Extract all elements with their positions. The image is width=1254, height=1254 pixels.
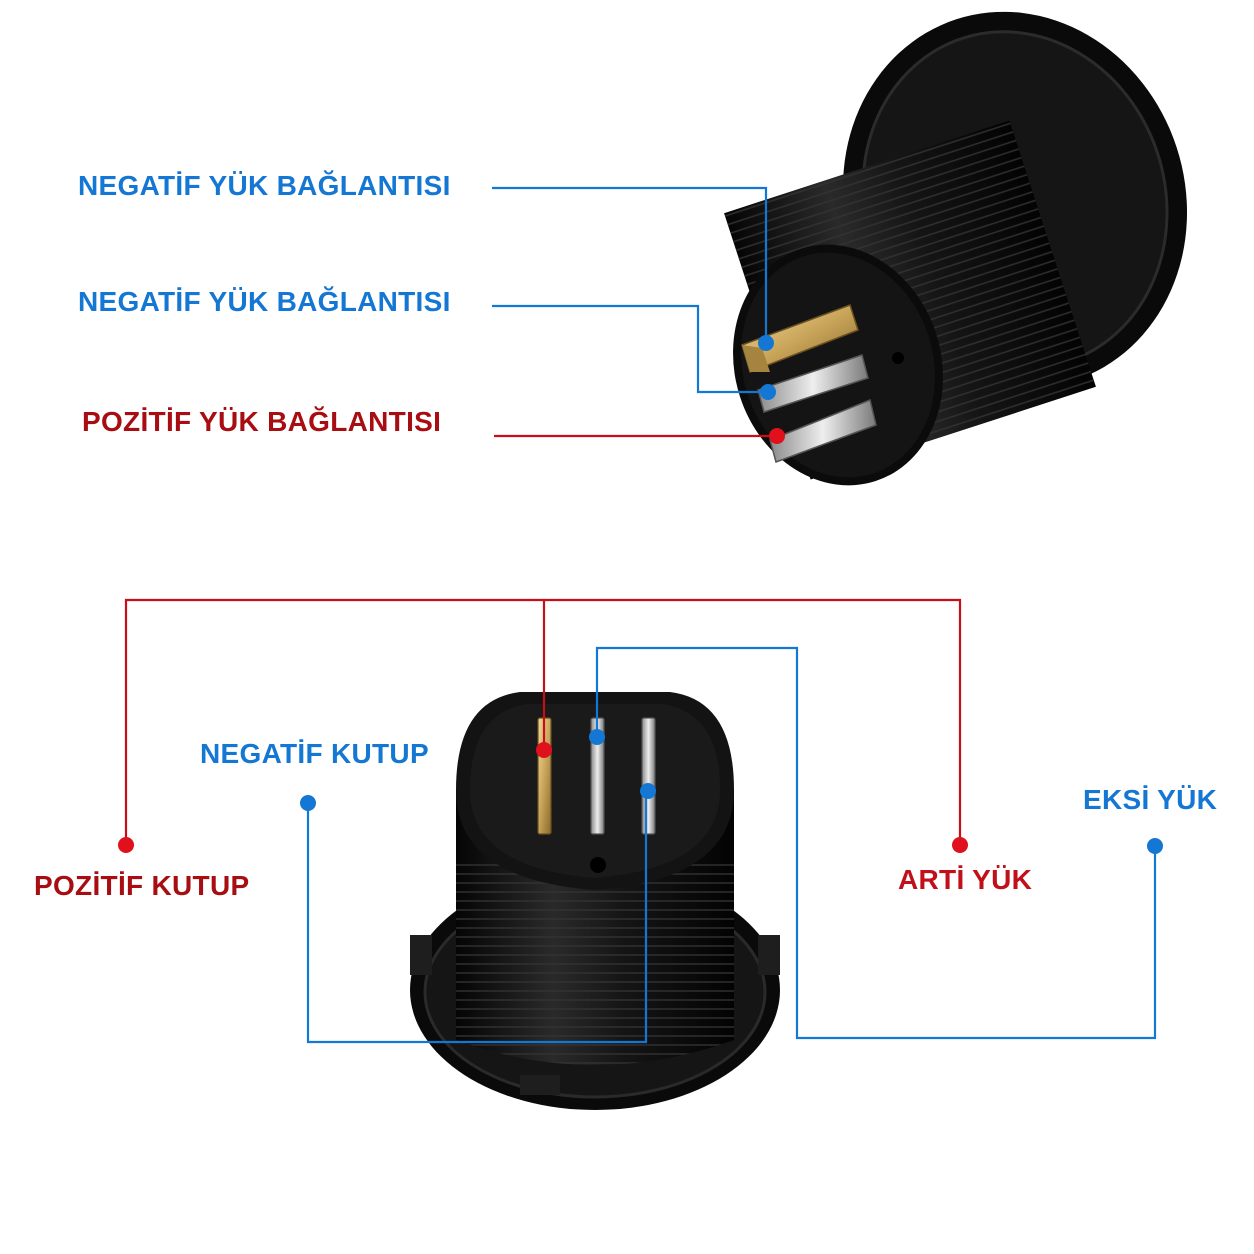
label-arti-yuk: ARTİ YÜK xyxy=(898,864,1033,895)
dot-negatif-kutup xyxy=(300,795,316,811)
label-top-positive: POZİTİF YÜK BAĞLANTISI xyxy=(82,406,442,437)
top-dot-negative-2 xyxy=(760,384,776,400)
bottom-dot-terminal-1 xyxy=(536,742,552,758)
bottom-leader-lines xyxy=(124,598,1157,1044)
top-terminal-middle xyxy=(757,354,869,413)
top-leader-lines xyxy=(492,186,776,438)
label-top-negative-2: NEGATİF YÜK BAĞLANTISI xyxy=(78,286,451,317)
top-dot-positive xyxy=(769,428,785,444)
top-socket-icon xyxy=(724,11,1188,486)
bottom-dot-terminal-3 xyxy=(640,783,656,799)
label-pozitif-kutup: POZİTİF KUTUP xyxy=(34,870,250,901)
top-dot-negative-1 xyxy=(758,335,774,351)
top-terminal-lower xyxy=(769,398,877,463)
top-terminal-gold xyxy=(741,304,859,373)
dot-arti-yuk xyxy=(952,837,968,853)
label-eksi-yuk: EKSİ YÜK xyxy=(1083,784,1218,815)
bottom-terminal-3 xyxy=(641,717,656,835)
dot-eksi-yuk xyxy=(1147,838,1163,854)
label-top-negative-1: NEGATİF YÜK BAĞLANTISI xyxy=(78,170,451,201)
bottom-socket-icon xyxy=(410,692,780,1110)
label-negatif-kutup: NEGATİF KUTUP xyxy=(200,738,429,769)
dot-pozitif-kutup xyxy=(118,837,134,853)
bottom-dot-terminal-2 xyxy=(589,729,605,745)
